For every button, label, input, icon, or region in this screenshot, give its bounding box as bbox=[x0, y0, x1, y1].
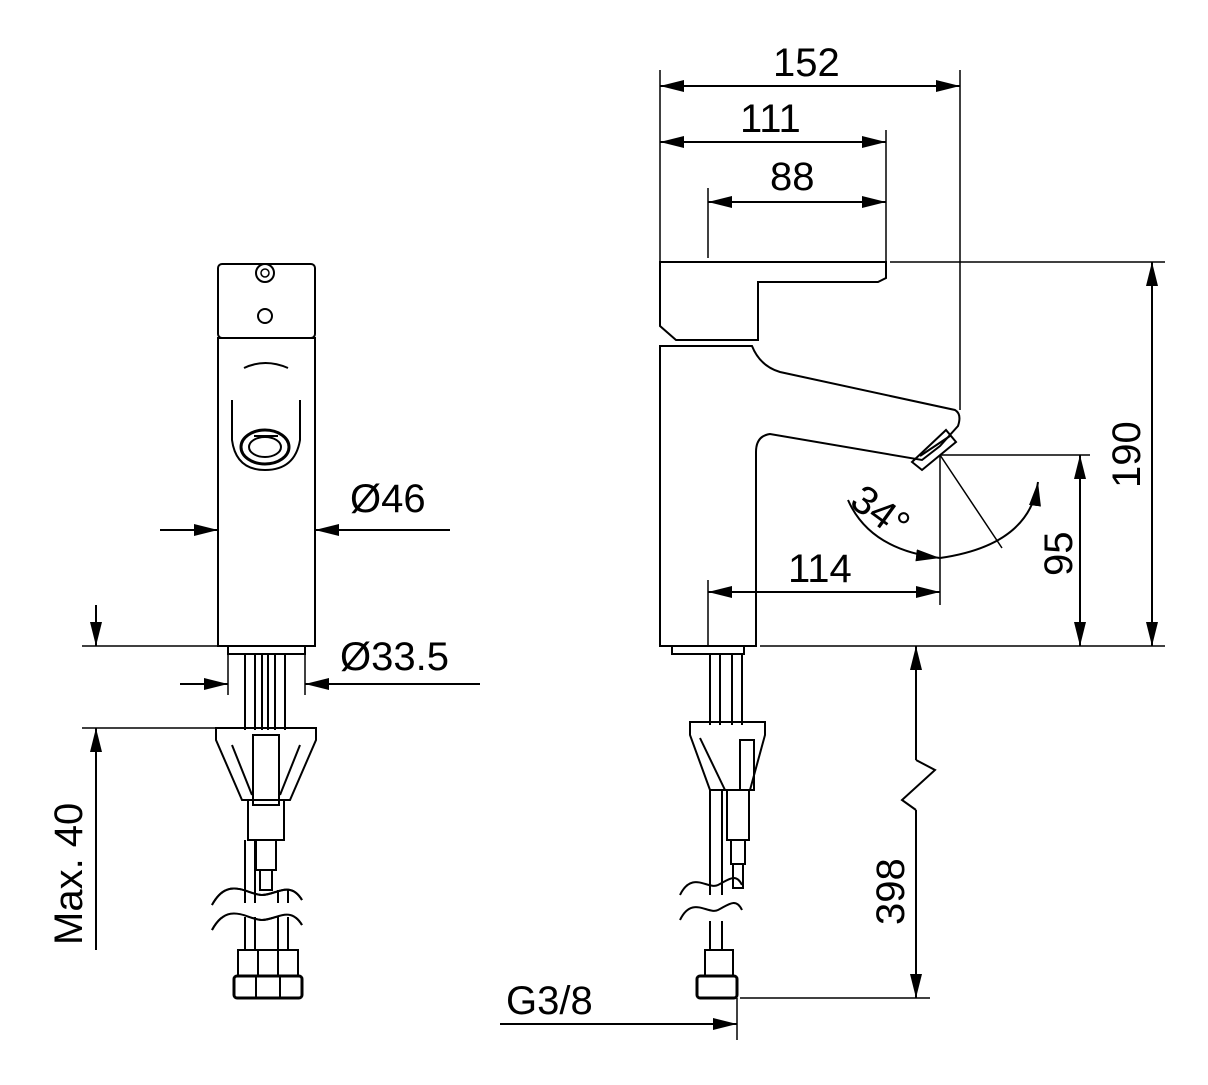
front-lever-hole bbox=[257, 308, 273, 324]
dim-width-111: 111 bbox=[660, 97, 886, 148]
thread-label: G3/8 bbox=[506, 979, 593, 1023]
front-spout bbox=[231, 400, 301, 472]
dim-hose-398: 398 bbox=[869, 646, 937, 998]
dim-height-95: 95 bbox=[1037, 455, 1086, 646]
front-lever-screw bbox=[255, 263, 275, 283]
width-152-label: 152 bbox=[773, 41, 840, 85]
front-mounting-bracket bbox=[215, 727, 317, 801]
front-base-ring bbox=[227, 645, 306, 655]
width-88-label: 88 bbox=[770, 155, 815, 199]
side-body-spout bbox=[659, 345, 961, 647]
dim-width-152: 152 bbox=[660, 41, 960, 92]
dim-thread-g3-8: G3/8 bbox=[500, 979, 738, 1040]
height-95-label: 95 bbox=[1037, 532, 1081, 577]
side-view bbox=[659, 261, 961, 1000]
dim-width-88: 88 bbox=[708, 155, 886, 208]
dim-reach-114: 114 bbox=[708, 547, 940, 598]
side-aerator bbox=[910, 428, 958, 472]
max-40-label: Max. 40 bbox=[47, 803, 91, 945]
side-break-line bbox=[679, 876, 743, 896]
side-hose-connector bbox=[704, 949, 734, 977]
diameter-33-5-label: Ø33.5 bbox=[340, 635, 449, 679]
dim-diameter-46: Ø46 bbox=[160, 477, 450, 536]
height-190-label: 190 bbox=[1105, 421, 1149, 488]
angle-34-label: 34° bbox=[843, 477, 918, 548]
reach-114-label: 114 bbox=[788, 547, 852, 591]
front-view bbox=[211, 263, 317, 1000]
dim-max-40: Max. 40 bbox=[47, 605, 228, 950]
dim-height-190: 190 bbox=[1105, 262, 1158, 646]
side-lever bbox=[659, 261, 887, 341]
side-nut bbox=[726, 789, 750, 841]
hose-398-label: 398 bbox=[869, 858, 913, 925]
front-hose-connector bbox=[237, 949, 299, 977]
width-111-label: 111 bbox=[740, 97, 801, 141]
front-lever-block bbox=[217, 263, 316, 339]
front-body bbox=[217, 337, 316, 647]
side-base-ring bbox=[671, 645, 745, 655]
dim-diameter-33-5: Ø33.5 bbox=[180, 635, 480, 695]
diameter-46-label: Ø46 bbox=[350, 477, 426, 521]
